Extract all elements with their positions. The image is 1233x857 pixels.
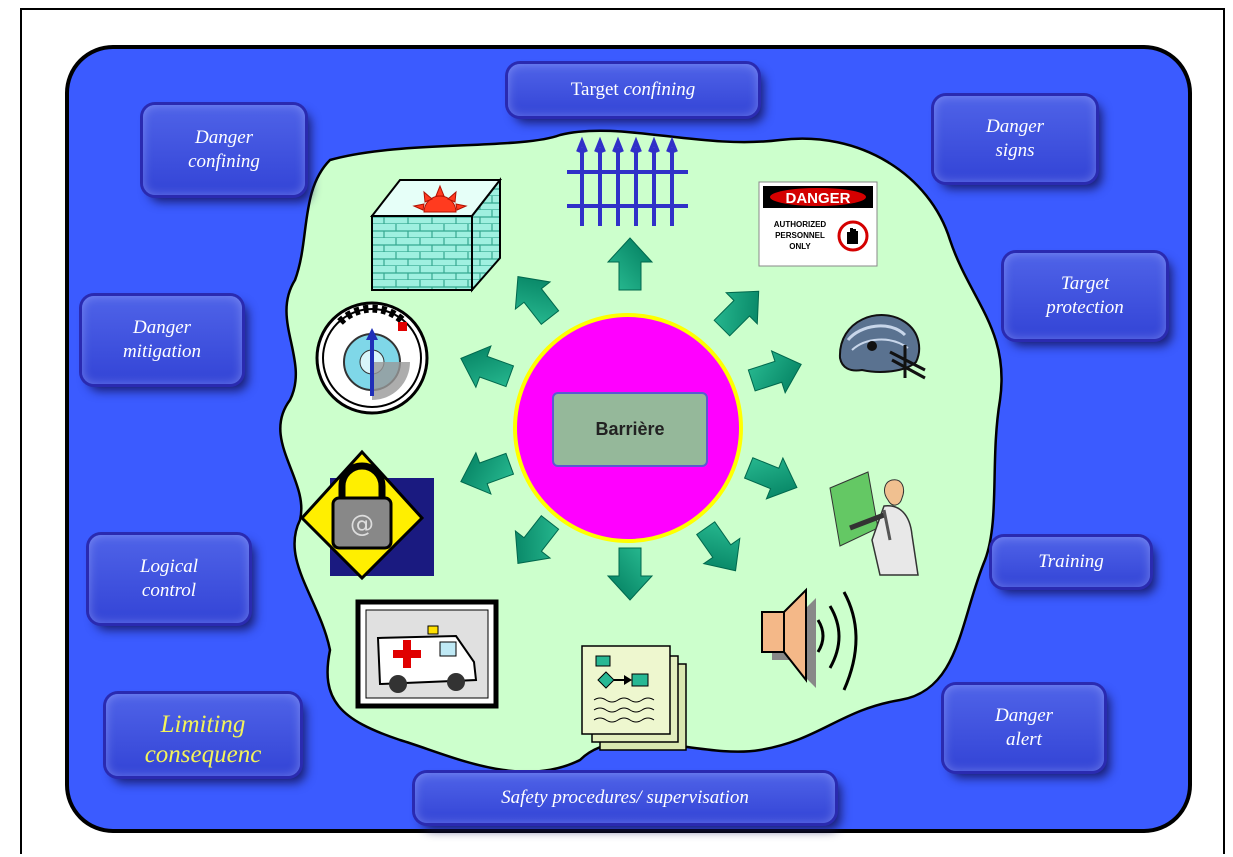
arrow-up-right <box>713 290 760 337</box>
label-danger-mitigation-text: Danger mitigation <box>122 317 202 362</box>
arrow-up-left <box>514 275 560 326</box>
label-logical-control-text: Logical control <box>139 556 199 601</box>
label-target-protection-text: Target protection <box>1046 273 1124 318</box>
presenter-icon <box>829 471 919 576</box>
ambulance-icon <box>355 599 499 709</box>
label-danger-alert: Danger alert <box>944 685 1104 771</box>
arrow-right-up <box>747 349 802 394</box>
label-danger-confining: Danger confining <box>143 105 305 195</box>
label-safety-procedures-text: Safety procedures/ supervisation <box>501 787 749 808</box>
label-target-confining: Target confining <box>508 64 758 116</box>
barrier-label: Barrière <box>552 392 708 467</box>
label-limiting-consequence-text: Limiting consequenc <box>144 711 262 768</box>
danger-sign-line2: PERSONNEL <box>775 231 825 240</box>
label-danger-signs: Danger signs <box>934 96 1096 182</box>
label-danger-confining-text: Danger confining <box>188 127 260 172</box>
arrow-down-right <box>696 521 741 572</box>
danger-sign-header: DANGER <box>785 190 850 207</box>
brick-box-icon <box>369 177 503 293</box>
procedure-documents-icon <box>581 645 687 751</box>
label-training-text: Training <box>1038 551 1104 572</box>
label-danger-alert-text: Danger alert <box>994 705 1054 750</box>
arrow-down <box>606 547 654 601</box>
arrow-right-down <box>743 456 798 500</box>
danger-sign-icon: DANGER AUTHORIZED PERSONNEL ONLY <box>758 181 878 267</box>
danger-sign-line3: ONLY <box>789 242 811 251</box>
lock-icon: @ <box>299 449 434 581</box>
arrow-up <box>606 237 654 291</box>
outer-frame <box>20 8 1225 854</box>
arrow-left-down <box>460 451 515 495</box>
arrow-left-up <box>460 345 515 389</box>
helmet-icon <box>838 314 926 380</box>
danger-sign-line1: AUTHORIZED <box>774 220 827 229</box>
fence-icon <box>567 136 688 226</box>
label-target-protection: Target protection <box>1004 253 1166 339</box>
label-target-confining-italic: confining <box>623 79 696 100</box>
label-logical-control: Logical control <box>89 535 249 623</box>
label-danger-signs-text: Danger signs <box>985 116 1045 161</box>
lock-at-symbol: @ <box>350 510 374 538</box>
speaker-icon <box>761 587 858 691</box>
label-target-confining-plain: Target <box>570 79 624 100</box>
label-limiting-consequence: Limiting consequenc <box>106 694 300 776</box>
label-danger-mitigation: Danger mitigation <box>82 296 242 384</box>
gauge-icon <box>315 301 429 415</box>
label-safety-procedures: Safety procedures/ supervisation <box>415 773 835 823</box>
label-training: Training <box>992 537 1150 587</box>
arrow-down-left <box>514 514 560 565</box>
